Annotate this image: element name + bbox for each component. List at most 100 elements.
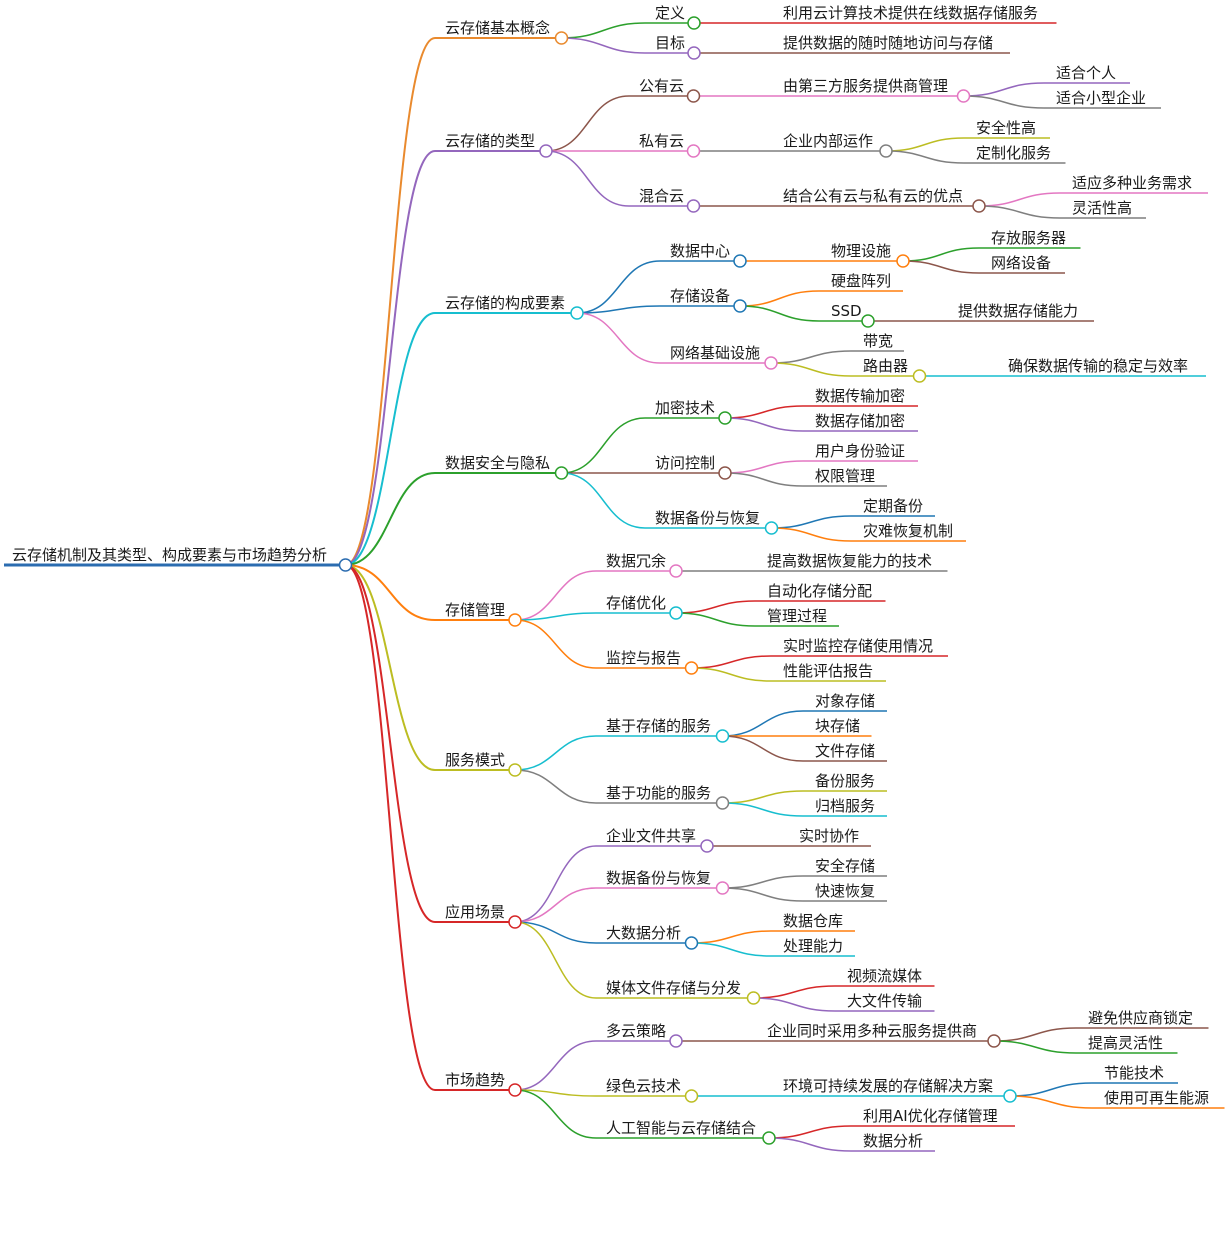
leaf-connector: [1009, 1095, 1093, 1109]
subtopic-collapse-toggle[interactable]: [715, 729, 730, 743]
detail-collapse-toggle[interactable]: [861, 314, 875, 328]
detail-collapse-toggle[interactable]: [879, 144, 893, 158]
node-layer: 云存储基本概念定义利用云计算技术提供在线数据存储服务目标提供数据的随时随地访问与…: [12, 4, 1209, 1150]
detail-connector: [771, 515, 852, 529]
category-node: 市场趋势: [445, 1071, 505, 1089]
detail-node: 数据传输加密: [815, 387, 905, 405]
subtopic-collapse-toggle[interactable]: [718, 466, 732, 480]
subtopic-collapse-toggle[interactable]: [684, 661, 699, 675]
branch-connector: [345, 37, 436, 566]
subtopic-collapse-toggle[interactable]: [669, 564, 683, 578]
root-collapse-toggle[interactable]: [338, 558, 353, 572]
leaf-connector: [885, 150, 965, 164]
detail-node: 定期备份: [863, 497, 923, 515]
subtopic-node: 数据备份与恢复: [655, 509, 760, 527]
detail-node: 用户身份验证: [815, 442, 905, 460]
subtopic-collapse-toggle[interactable]: [687, 16, 701, 30]
subtopic-collapse-toggle[interactable]: [746, 991, 761, 1005]
detail-connector: [753, 985, 836, 999]
detail-connector: [675, 600, 756, 614]
category-collapse-toggle[interactable]: [508, 1083, 522, 1097]
subtopic-collapse-toggle[interactable]: [733, 299, 747, 313]
leaf-node: 适应多种业务需求: [1072, 174, 1192, 192]
category-collapse-toggle[interactable]: [554, 31, 569, 45]
detail-node: 大文件传输: [847, 992, 922, 1010]
subtopic-node: 存储设备: [670, 287, 730, 305]
detail-node: 权限管理: [815, 467, 875, 485]
subtopic-collapse-toggle[interactable]: [684, 1089, 699, 1103]
subtopic-collapse-toggle[interactable]: [700, 839, 714, 853]
category-node: 存储管理: [445, 601, 505, 619]
category-collapse-toggle[interactable]: [508, 613, 522, 627]
subtopic-collapse-toggle[interactable]: [686, 89, 701, 103]
detail-connector: [753, 997, 836, 1012]
detail-node: 提高数据恢复能力的技术: [767, 552, 932, 570]
detail-collapse-toggle[interactable]: [972, 199, 986, 213]
root-node: 云存储机制及其类型、构成要素与市场趋势分析: [12, 546, 327, 564]
subtopic-collapse-toggle[interactable]: [718, 411, 732, 425]
leaf-connector: [885, 137, 965, 152]
subtopic-collapse-toggle[interactable]: [669, 606, 683, 620]
leaf-node: 适合小型企业: [1056, 89, 1146, 107]
detail-connector: [739, 305, 820, 322]
detail-collapse-toggle[interactable]: [896, 254, 910, 268]
detail-node: 环境可持续发展的存储解决方案: [783, 1077, 993, 1095]
detail-node: 块存储: [815, 717, 860, 735]
detail-connector: [722, 887, 804, 902]
category-node: 数据安全与隐私: [445, 454, 550, 472]
subtopic-collapse-toggle[interactable]: [687, 46, 701, 60]
subtopic-collapse-toggle[interactable]: [762, 1131, 776, 1145]
subtopic-connector: [545, 150, 630, 207]
leaf-connector: [993, 1027, 1077, 1042]
detail-connector: [691, 930, 772, 944]
subtopic-connector: [514, 735, 597, 771]
category-collapse-toggle[interactable]: [570, 306, 584, 320]
branch-connector: [345, 564, 436, 923]
subtopic-collapse-toggle[interactable]: [686, 144, 701, 158]
subtopic-collapse-toggle[interactable]: [684, 936, 699, 950]
leaf-node: 提高灵活性: [1088, 1034, 1163, 1052]
detail-node: 文件存储: [815, 742, 875, 760]
detail-node: 实时监控存储使用情况: [783, 637, 933, 655]
detail-connector: [771, 527, 852, 542]
branch-connector: [345, 564, 436, 1091]
leaf-node: 存放服务器: [991, 229, 1066, 247]
detail-node: 处理能力: [783, 937, 843, 955]
subtopic-collapse-toggle[interactable]: [733, 254, 747, 268]
detail-node: 快速恢复: [815, 882, 875, 900]
detail-collapse-toggle[interactable]: [1003, 1089, 1017, 1103]
subtopic-node: 混合云: [639, 187, 684, 205]
category-collapse-toggle[interactable]: [508, 763, 522, 777]
leaf-connector: [963, 95, 1045, 109]
subtopic-collapse-toggle[interactable]: [715, 881, 730, 895]
subtopic-collapse-toggle[interactable]: [764, 356, 778, 370]
subtopic-node: 数据中心: [670, 242, 730, 260]
detail-connector: [724, 405, 804, 419]
detail-connector: [691, 667, 772, 682]
leaf-node: 确保数据传输的稳定与效率: [1008, 357, 1188, 375]
subtopic-connector: [514, 845, 597, 923]
detail-connector: [675, 612, 756, 627]
subtopic-node: 定义: [655, 4, 685, 22]
subtopic-connector: [514, 612, 597, 621]
subtopic-connector: [514, 887, 597, 923]
subtopic-collapse-toggle[interactable]: [686, 199, 701, 213]
detail-connector: [691, 942, 772, 957]
subtopic-collapse-toggle[interactable]: [669, 1034, 683, 1048]
category-collapse-toggle[interactable]: [554, 466, 569, 480]
subtopic-collapse-toggle[interactable]: [715, 796, 730, 810]
detail-connector: [770, 362, 852, 377]
subtopic-connector: [514, 921, 597, 999]
subtopic-collapse-toggle[interactable]: [764, 521, 779, 535]
detail-connector: [722, 802, 804, 817]
category-collapse-toggle[interactable]: [539, 144, 553, 158]
leaf-connector: [978, 205, 1061, 219]
leaf-node: 网络设备: [991, 254, 1051, 272]
detail-collapse-toggle[interactable]: [987, 1034, 1001, 1048]
detail-collapse-toggle[interactable]: [956, 89, 971, 103]
detail-node: 企业同时采用多种云服务提供商: [767, 1022, 977, 1040]
detail-collapse-toggle[interactable]: [912, 369, 927, 383]
category-collapse-toggle[interactable]: [508, 915, 522, 929]
detail-connector: [722, 790, 804, 804]
